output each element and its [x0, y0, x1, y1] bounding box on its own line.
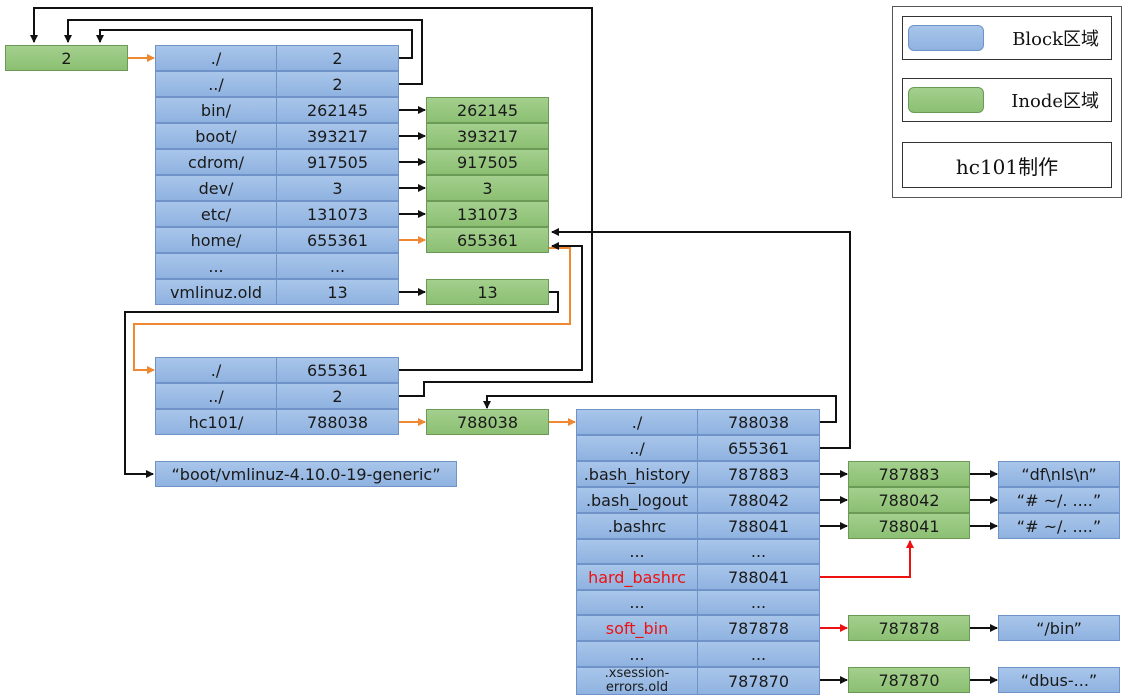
hard-link-inode: 788041 [697, 564, 820, 590]
root-entry-name: ./ [155, 45, 277, 71]
inode-box: 131073 [426, 201, 549, 227]
home-entry-inode: 655361 [276, 357, 399, 383]
home-inode: 655361 [426, 227, 549, 253]
inode-box: 393217 [426, 123, 549, 149]
file-inode: 788041 [848, 513, 970, 539]
root-entry-inode: 13 [276, 279, 399, 305]
hc101-entry-name: .xsession-errors.old [576, 667, 698, 695]
file-inode: 787883 [848, 461, 970, 487]
hc101-entry-inode: 788038 [697, 409, 820, 435]
root-entry-inode: 917505 [276, 149, 399, 175]
hc101-entry-inode: 787883 [697, 461, 820, 487]
home-entry-inode: 788038 [276, 409, 399, 435]
root-entry-inode: 262145 [276, 97, 399, 123]
inode-box: 3 [426, 175, 549, 201]
hc101-entry-name: .bash_history [576, 461, 698, 487]
file-inode: 787870 [848, 667, 970, 693]
hc101-entry-inode: 787870 [697, 667, 820, 695]
root-entry-inode: 2 [276, 71, 399, 97]
hc101-entry-name: ../ [576, 435, 698, 461]
root-entry-inode: 3 [276, 175, 399, 201]
data-block: “/bin” [998, 615, 1120, 641]
vmlinuz-old-inode: 13 [426, 279, 549, 305]
hc101-entry-inode: ... [697, 590, 820, 615]
home-dot-link [398, 242, 583, 371]
legend-credit: hc101制作 [902, 142, 1112, 188]
credit-text: hc101制作 [955, 154, 1059, 179]
soft-link-inode: 787878 [697, 615, 820, 641]
root-inode: 2 [5, 45, 128, 71]
root-entry-inode: 655361 [276, 227, 399, 253]
root-entry-name: ../ [155, 71, 277, 97]
hard-link-arrow [820, 540, 914, 578]
root-entry-inode: ... [276, 253, 399, 279]
root-entry-name: ... [155, 253, 277, 279]
root-entry-inode: 131073 [276, 201, 399, 227]
hc101-entry-inode: 788042 [697, 487, 820, 513]
root-entry-name: boot/ [155, 123, 277, 149]
hard-link-name: hard_bashrc [576, 564, 698, 590]
inode-swatch [908, 87, 984, 113]
home-entry-name: hc101/ [155, 409, 277, 435]
data-block: “# ~/. ....” [998, 513, 1120, 539]
hc101-entry-name: .bash_logout [576, 487, 698, 513]
home-entry-name: ./ [155, 357, 277, 383]
home-entry-inode: 2 [276, 383, 399, 409]
data-block: “dbus-...” [998, 667, 1120, 693]
block-swatch [908, 25, 984, 51]
file-inode: 787878 [848, 615, 970, 641]
inode-legend-label: Inode区域 [1011, 91, 1099, 112]
inode-box: 917505 [426, 149, 549, 175]
inode-box: 262145 [426, 97, 549, 123]
hc101-entry-name: ... [576, 641, 698, 667]
data-block: “# ~/. ....” [998, 487, 1120, 513]
hc101-inode: 788038 [426, 409, 549, 435]
hc101-entry-inode: ... [697, 641, 820, 667]
root-entry-inode: 393217 [276, 123, 399, 149]
hc101-entry-inode: ... [697, 539, 820, 564]
soft-link-name: soft_bin [576, 615, 698, 641]
hc101-entry-name: ... [576, 539, 698, 564]
hc101-entry-inode: 655361 [697, 435, 820, 461]
hc101-entry-name: .bashrc [576, 513, 698, 539]
hc101-entry-name: ... [576, 590, 698, 615]
hc101-entry-name: ./ [576, 409, 698, 435]
root-entry-name: dev/ [155, 175, 277, 201]
root-entry-name: bin/ [155, 97, 277, 123]
home-entry-name: ../ [155, 383, 277, 409]
file-inode: 788042 [848, 487, 970, 513]
root-entry-name: cdrom/ [155, 149, 277, 175]
legend-inode: Inode区域 [902, 78, 1112, 122]
root-entry-name: vmlinuz.old [155, 279, 277, 305]
block-legend-label: Block区域 [1012, 29, 1099, 50]
data-block: “df\nls\n” [998, 461, 1120, 487]
hc101-entry-inode: 788041 [697, 513, 820, 539]
legend-block: Block区域 [902, 16, 1112, 60]
root-entry-name: home/ [155, 227, 277, 253]
root-entry-name: etc/ [155, 201, 277, 227]
root-entry-inode: 2 [276, 45, 399, 71]
symlink-data-block: “boot/vmlinuz-4.10.0-19-generic” [155, 461, 457, 487]
